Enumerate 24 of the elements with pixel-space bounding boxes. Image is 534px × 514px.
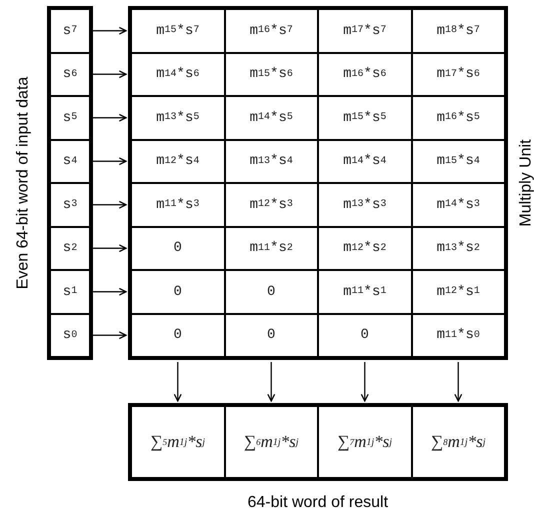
arrow xyxy=(93,244,127,252)
arrow xyxy=(93,288,127,296)
arrow xyxy=(267,362,276,402)
arrow xyxy=(93,157,127,166)
caption-label: 64-bit word of result xyxy=(248,494,388,512)
result-word-table xyxy=(128,403,508,481)
product-cell: 0 xyxy=(319,314,410,356)
unit-label: Multiply Unit xyxy=(517,139,534,227)
arrow xyxy=(93,200,127,209)
product-cell: 0 xyxy=(226,314,317,356)
arrow xyxy=(174,362,182,402)
product-cell: 0 xyxy=(132,228,224,269)
product-cell: 0 xyxy=(226,271,317,312)
arrow xyxy=(93,331,127,340)
input-data-column xyxy=(47,6,93,360)
arrow xyxy=(93,26,127,35)
product-cell: 0 xyxy=(132,314,224,356)
arrow xyxy=(93,114,127,122)
multiply-unit-table xyxy=(128,6,508,360)
product-cell: 0 xyxy=(132,271,224,312)
arrow xyxy=(454,362,462,402)
arrow xyxy=(93,70,127,78)
arrow xyxy=(360,362,369,402)
axis-label: Even 64-bit word of input data xyxy=(14,76,32,290)
